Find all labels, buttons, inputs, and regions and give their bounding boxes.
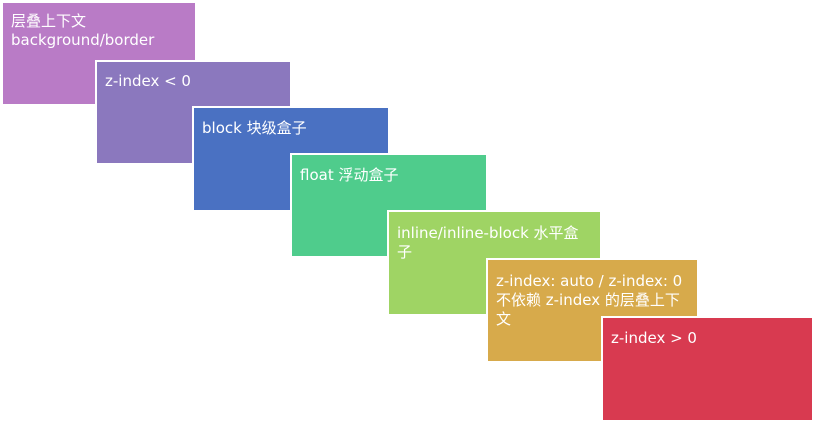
layer-label-line: z-index: auto / z-index: 0 [496, 272, 683, 290]
layer-positive-z-index: z-index > 0 [601, 316, 814, 422]
layer-label-line: inline/inline-block 水平盒子 [397, 224, 579, 261]
layer-label-line: float 浮动盒子 [300, 166, 399, 184]
layer-z-index-auto-zero: z-index: auto / z-index: 0 不依赖 z-index 的… [486, 258, 699, 363]
layer-label-line: block 块级盒子 [202, 119, 307, 137]
layer-label-line: 不依赖 z-index 的层叠上下文 [496, 291, 680, 328]
layer-label-line: z-index < 0 [105, 72, 191, 90]
layer-label-line: background/border [11, 31, 155, 49]
layer-label-line: 层叠上下文 [11, 12, 87, 30]
layer-label-line: z-index > 0 [611, 329, 697, 347]
